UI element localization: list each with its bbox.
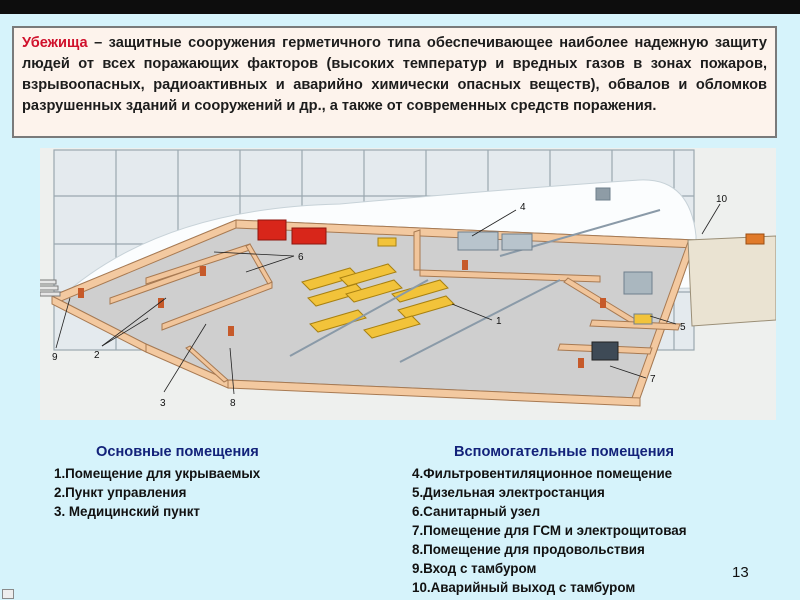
control-room-cabinets [257, 219, 327, 245]
legend-item-4: 4.Фильтровентиляционное помещение [412, 466, 673, 481]
callout-6: 6 [298, 252, 304, 263]
diesel-generator [623, 271, 653, 325]
top-bar [0, 0, 800, 14]
callout-2: 2 [94, 350, 100, 361]
callout-leaders [55, 203, 721, 395]
page-number: 13 [732, 564, 749, 581]
callout-3: 3 [160, 398, 166, 409]
callout-5: 5 [680, 322, 686, 333]
doors [78, 260, 606, 368]
legend-item-8: 8.Помещение для продовольствия [412, 542, 645, 557]
aux-rooms-legend: Вспомогательные помещения 4.Фильтровенти… [412, 444, 687, 597]
benches [301, 237, 455, 339]
legend-item-9: 9.Вход с тамбуром [412, 561, 537, 576]
callout-1: 1 [496, 316, 502, 327]
entrance-stairs [40, 279, 61, 297]
aux-rooms-list: 4.Фильтровентиляционное помещение 5.Дизе… [412, 464, 687, 597]
main-rooms-list: 1.Помещение для укрываемых 2.Пункт управ… [54, 464, 260, 521]
electrical-cabinet [591, 341, 619, 361]
legend-item-1: 1.Помещение для укрываемых [54, 466, 261, 481]
callout-8: 8 [230, 398, 236, 409]
aux-rooms-title: Вспомогательные помещения [454, 444, 675, 460]
legend-item-2: 2.Пункт управления [54, 485, 187, 500]
callout-9: 9 [52, 352, 58, 363]
callout-7: 7 [650, 374, 656, 385]
legend-item-3: 3. Медицинский пункт [54, 504, 200, 519]
legend-item-10: 10.Аварийный выход с тамбуром [412, 580, 636, 595]
callout-labels: 1 2 3 4 5 6 7 8 9 10 [52, 194, 728, 409]
callout-10: 10 [716, 194, 728, 205]
main-rooms-legend: Основные помещения 1.Помещение для укрыв… [54, 444, 260, 521]
shelter-plan-drawing: 1 2 3 4 5 6 7 8 9 10 [40, 148, 776, 420]
legend-item-6: 6.Санитарный узел [412, 504, 541, 519]
shelter-illustration: 1 2 3 4 5 6 7 8 9 10 [40, 148, 776, 420]
definition-box: Убежища – защитные сооружения герметично… [12, 26, 777, 138]
definition-term: Убежища [22, 35, 88, 51]
legend-item-7: 7.Помещение для ГСМ и электрощитовая [412, 523, 687, 538]
callout-4: 4 [520, 202, 526, 213]
emergency-exit [687, 233, 776, 327]
filter-ventilation-equipment [457, 187, 611, 251]
main-rooms-title: Основные помещения [96, 444, 259, 460]
slide-navigation-icon[interactable] [2, 589, 14, 599]
legend-item-5: 5.Дизельная электростанция [412, 485, 605, 500]
interior-walls [109, 229, 681, 383]
definition-text: – защитные сооружения герметичного типа … [22, 35, 767, 114]
